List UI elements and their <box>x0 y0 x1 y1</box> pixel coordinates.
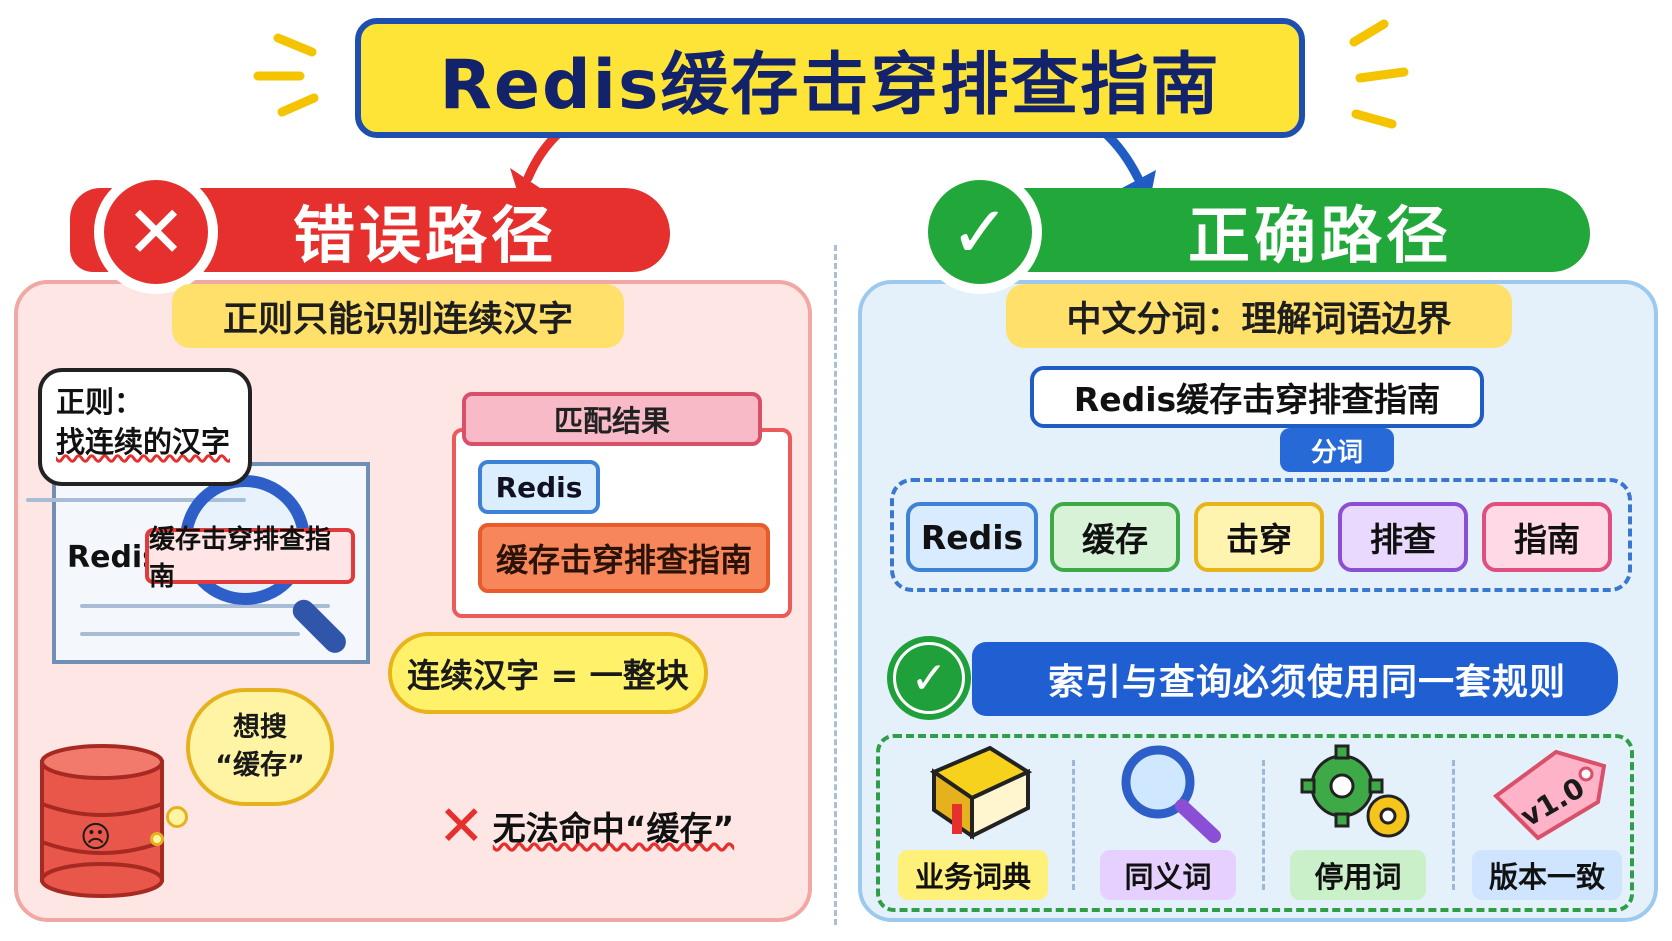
token-redis: Redis <box>906 502 1038 572</box>
bubble-line: 正则： <box>56 385 144 419</box>
check-icon: ✓ <box>896 645 962 711</box>
thought-line: 想搜 <box>233 712 287 743</box>
doc-highlight: 缓存击穿排查指南 <box>145 525 355 592</box>
doc-prefix-text: Redis <box>67 540 161 575</box>
token-troubleshoot: 排查 <box>1338 502 1468 572</box>
result-item-redis: Redis <box>478 460 600 514</box>
tool-group <box>876 734 1634 912</box>
thought-line: “缓存” <box>215 750 305 781</box>
result-item-chunk: 缓存击穿排查指南 <box>478 523 770 593</box>
right-path-title: 正确路径 <box>1187 199 1452 272</box>
tool-label-dictionary: 业务词典 <box>898 850 1048 900</box>
right-badge: ✓ <box>918 170 1042 294</box>
cross-icon: ✕ <box>437 793 485 859</box>
thought-dot <box>166 806 188 828</box>
tool-divider <box>1072 760 1075 890</box>
tool-label-version: 版本一致 <box>1472 850 1622 900</box>
bubble-line: 找连续的汉字 <box>56 425 231 459</box>
doc-line <box>80 604 330 608</box>
wrong-path-title: 错误路径 <box>292 199 557 272</box>
right-subtitle: 中文分词：理解词语边界 <box>1006 284 1512 348</box>
tool-label-synonyms: 同义词 <box>1100 850 1236 900</box>
wrong-badge: ✕ <box>94 170 218 294</box>
fail-text: 无法命中“缓存” <box>492 809 735 848</box>
right-path-header: 正确路径 <box>970 188 1590 272</box>
tool-divider <box>1452 760 1455 890</box>
page-title: Redis缓存击穿排查指南 <box>439 45 1221 125</box>
sad-face-icon: ☹ <box>80 820 112 855</box>
match-result-header: 匹配结果 <box>462 392 762 446</box>
title-box: Redis缓存击穿排查指南 <box>355 18 1305 138</box>
thought-dot <box>150 832 164 846</box>
book-icon <box>929 745 1033 840</box>
fail-message: ✕ 无法命中“缓存” <box>416 786 756 866</box>
token-group <box>890 478 1632 592</box>
token-guide: 指南 <box>1482 502 1612 572</box>
rule-banner: 索引与查询必须使用同一套规则 <box>972 642 1618 716</box>
segment-label: 分词 <box>1280 428 1394 472</box>
doc-line <box>80 632 300 636</box>
regex-speech-bubble: 正则： 找连续的汉字 <box>38 368 252 486</box>
database-icon <box>40 744 164 898</box>
gear-icon <box>1300 744 1410 838</box>
doc-line <box>26 498 246 502</box>
check-icon: ✓ <box>928 180 1032 284</box>
tag-icon: v1.0 <box>1492 749 1607 841</box>
tool-label-stopwords: 停用词 <box>1290 850 1426 900</box>
cross-icon: ✕ <box>104 180 208 284</box>
rule-text: 索引与查询必须使用同一套规则 <box>1047 662 1566 703</box>
wrong-subtitle: 正则只能识别连续汉字 <box>172 284 624 348</box>
tool-divider <box>1262 760 1265 890</box>
thought-cloud: 想搜 “缓存” <box>186 688 334 806</box>
token-cache: 缓存 <box>1050 502 1180 572</box>
rule-check-badge: ✓ <box>887 636 971 720</box>
magnifier-icon <box>1121 745 1221 843</box>
continuous-chunk-cloud: 连续汉字 = 一整块 <box>388 632 708 714</box>
token-breakdown: 击穿 <box>1194 502 1324 572</box>
center-divider <box>834 245 837 925</box>
source-text-box: Redis缓存击穿排查指南 <box>1030 366 1484 428</box>
